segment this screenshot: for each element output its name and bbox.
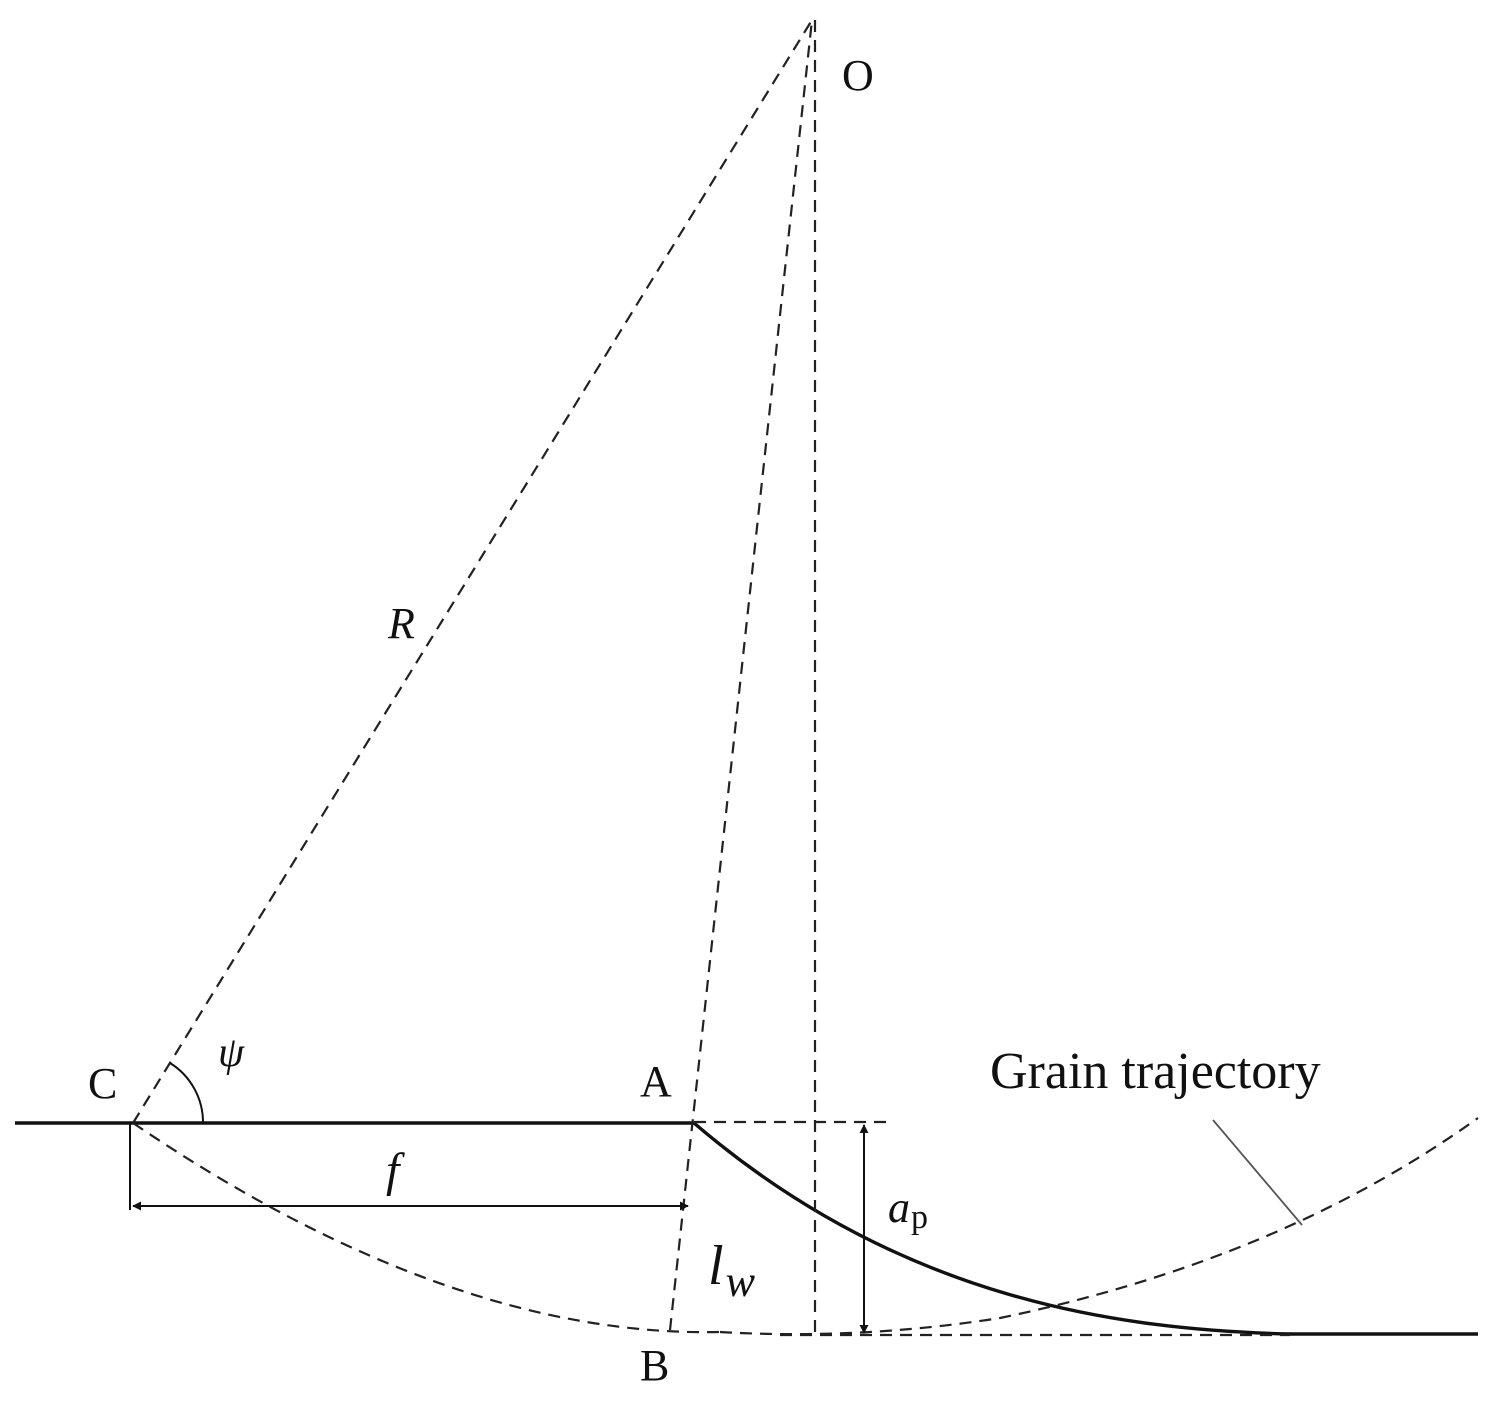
depth-symbol: a <box>888 1183 910 1232</box>
angle-psi-label: ψ <box>218 1030 245 1076</box>
depth-subscript: p <box>911 1199 928 1236</box>
contact-length-symbol: l <box>708 1235 724 1297</box>
radius-label: R <box>387 599 415 648</box>
grain-trajectory-curve <box>719 1117 1479 1336</box>
point-o-label: O <box>842 51 874 100</box>
point-a-label: A <box>640 1057 672 1106</box>
radius-line-co <box>132 19 813 1124</box>
machined-surface-profile <box>692 1121 1478 1336</box>
point-c-label: C <box>88 1059 117 1108</box>
feed-label: f <box>386 1144 405 1197</box>
point-b-label: B <box>640 1341 669 1390</box>
grain-trajectory-label: Grain trajectory <box>990 1043 1321 1100</box>
contact-length-label: lw <box>708 1235 756 1306</box>
wheel-arc-cb <box>132 1122 721 1334</box>
trajectory-leader-line <box>1212 1119 1303 1226</box>
depth-label: ap <box>888 1183 928 1236</box>
angle-psi-arc <box>169 1062 205 1124</box>
contact-length-subscript: w <box>726 1257 756 1306</box>
